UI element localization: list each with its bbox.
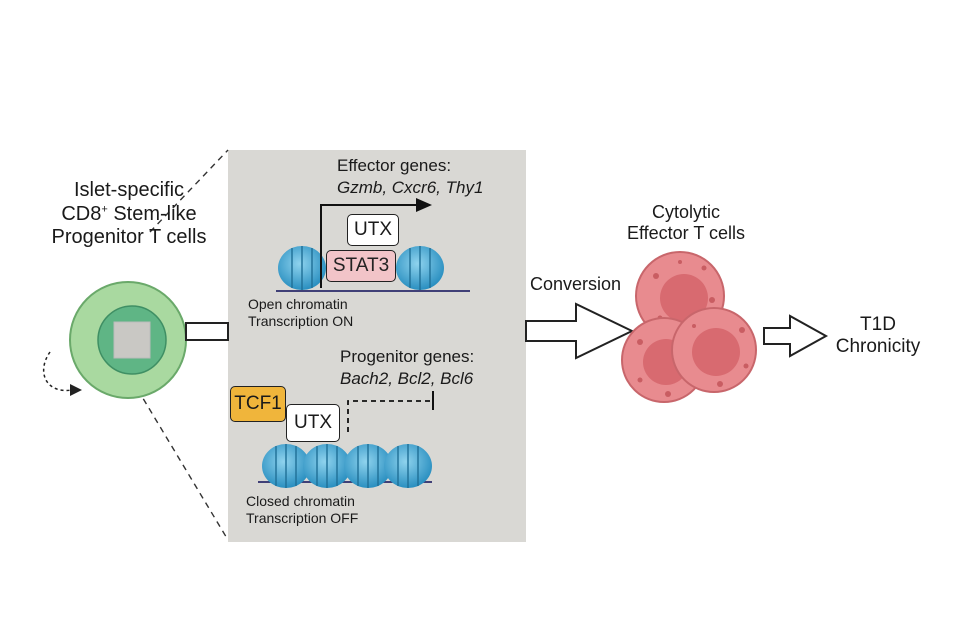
progenitor-label-line1: Islet-specific <box>73 179 185 201</box>
effector-genes-list: Gzmb, Cxcr6, Thy1 <box>337 178 484 197</box>
effector-genes-title: Effector genes: <box>337 156 452 175</box>
nucleosome-icon <box>262 444 310 488</box>
transcription-off-label: Transcription OFF <box>246 510 359 526</box>
nucleosome-icon <box>396 246 444 290</box>
zoom-line-top <box>149 149 229 233</box>
progenitor-label-line3: Progenitor T cells <box>51 226 207 249</box>
blocked-transcription-line-icon <box>347 400 432 432</box>
cd8-superscript: + <box>101 202 108 215</box>
transcription-on-label: Transcription ON <box>248 313 354 329</box>
nucleosome-icon <box>384 444 432 488</box>
progenitor-genes-title: Progenitor genes: <box>340 347 475 366</box>
cell-to-panel-arrow-icon <box>185 322 229 341</box>
effector-label-line1: Cytolytic <box>651 202 720 222</box>
conversion-arrow-icon <box>525 302 635 360</box>
stem-like-text: Stem-like <box>107 202 197 225</box>
transcription-arrowhead-icon <box>416 198 432 212</box>
effector-cell-icon <box>671 307 757 393</box>
effector-label-line2: Effector T cells <box>626 223 746 244</box>
effector-cells-label: Cytolytic Effector T cells <box>606 202 766 244</box>
progenitor-genes-list: Bach2, Bcl2, Bcl6 <box>340 369 474 388</box>
self-renewal-arrowhead-icon <box>70 384 82 396</box>
nucleosome-icon <box>278 246 326 290</box>
self-renewal-arrow-icon <box>42 351 73 392</box>
utx-box-top: UTX <box>347 214 399 246</box>
tcf1-box: TCF1 <box>230 386 286 422</box>
stat3-box: STAT3 <box>326 250 396 282</box>
nucleosome-icon <box>303 444 351 488</box>
progenitor-label-line2: CD8+ Stem-like <box>24 203 234 227</box>
open-chromatin-label: Open chromatin <box>248 296 348 312</box>
utx-box-bottom: UTX <box>286 404 340 442</box>
chronicity-text: Chronicity <box>835 336 921 358</box>
progenitor-cell-label: Islet-specific CD8+ Stem-like Progenitor… <box>24 179 234 250</box>
nucleosome-icon <box>344 444 392 488</box>
closed-chromatin-label: Closed chromatin <box>246 493 355 509</box>
outcome-arrow-icon <box>763 314 829 358</box>
progenitor-cell <box>69 281 187 399</box>
cd8-text: CD8 <box>61 202 102 225</box>
t1d-text: T1D <box>860 314 896 335</box>
outcome-label: T1D Chronicity <box>818 314 938 359</box>
conversion-label: Conversion <box>530 274 622 294</box>
zoom-line-bottom <box>131 379 229 541</box>
transcription-start-arrow-icon <box>320 204 418 288</box>
